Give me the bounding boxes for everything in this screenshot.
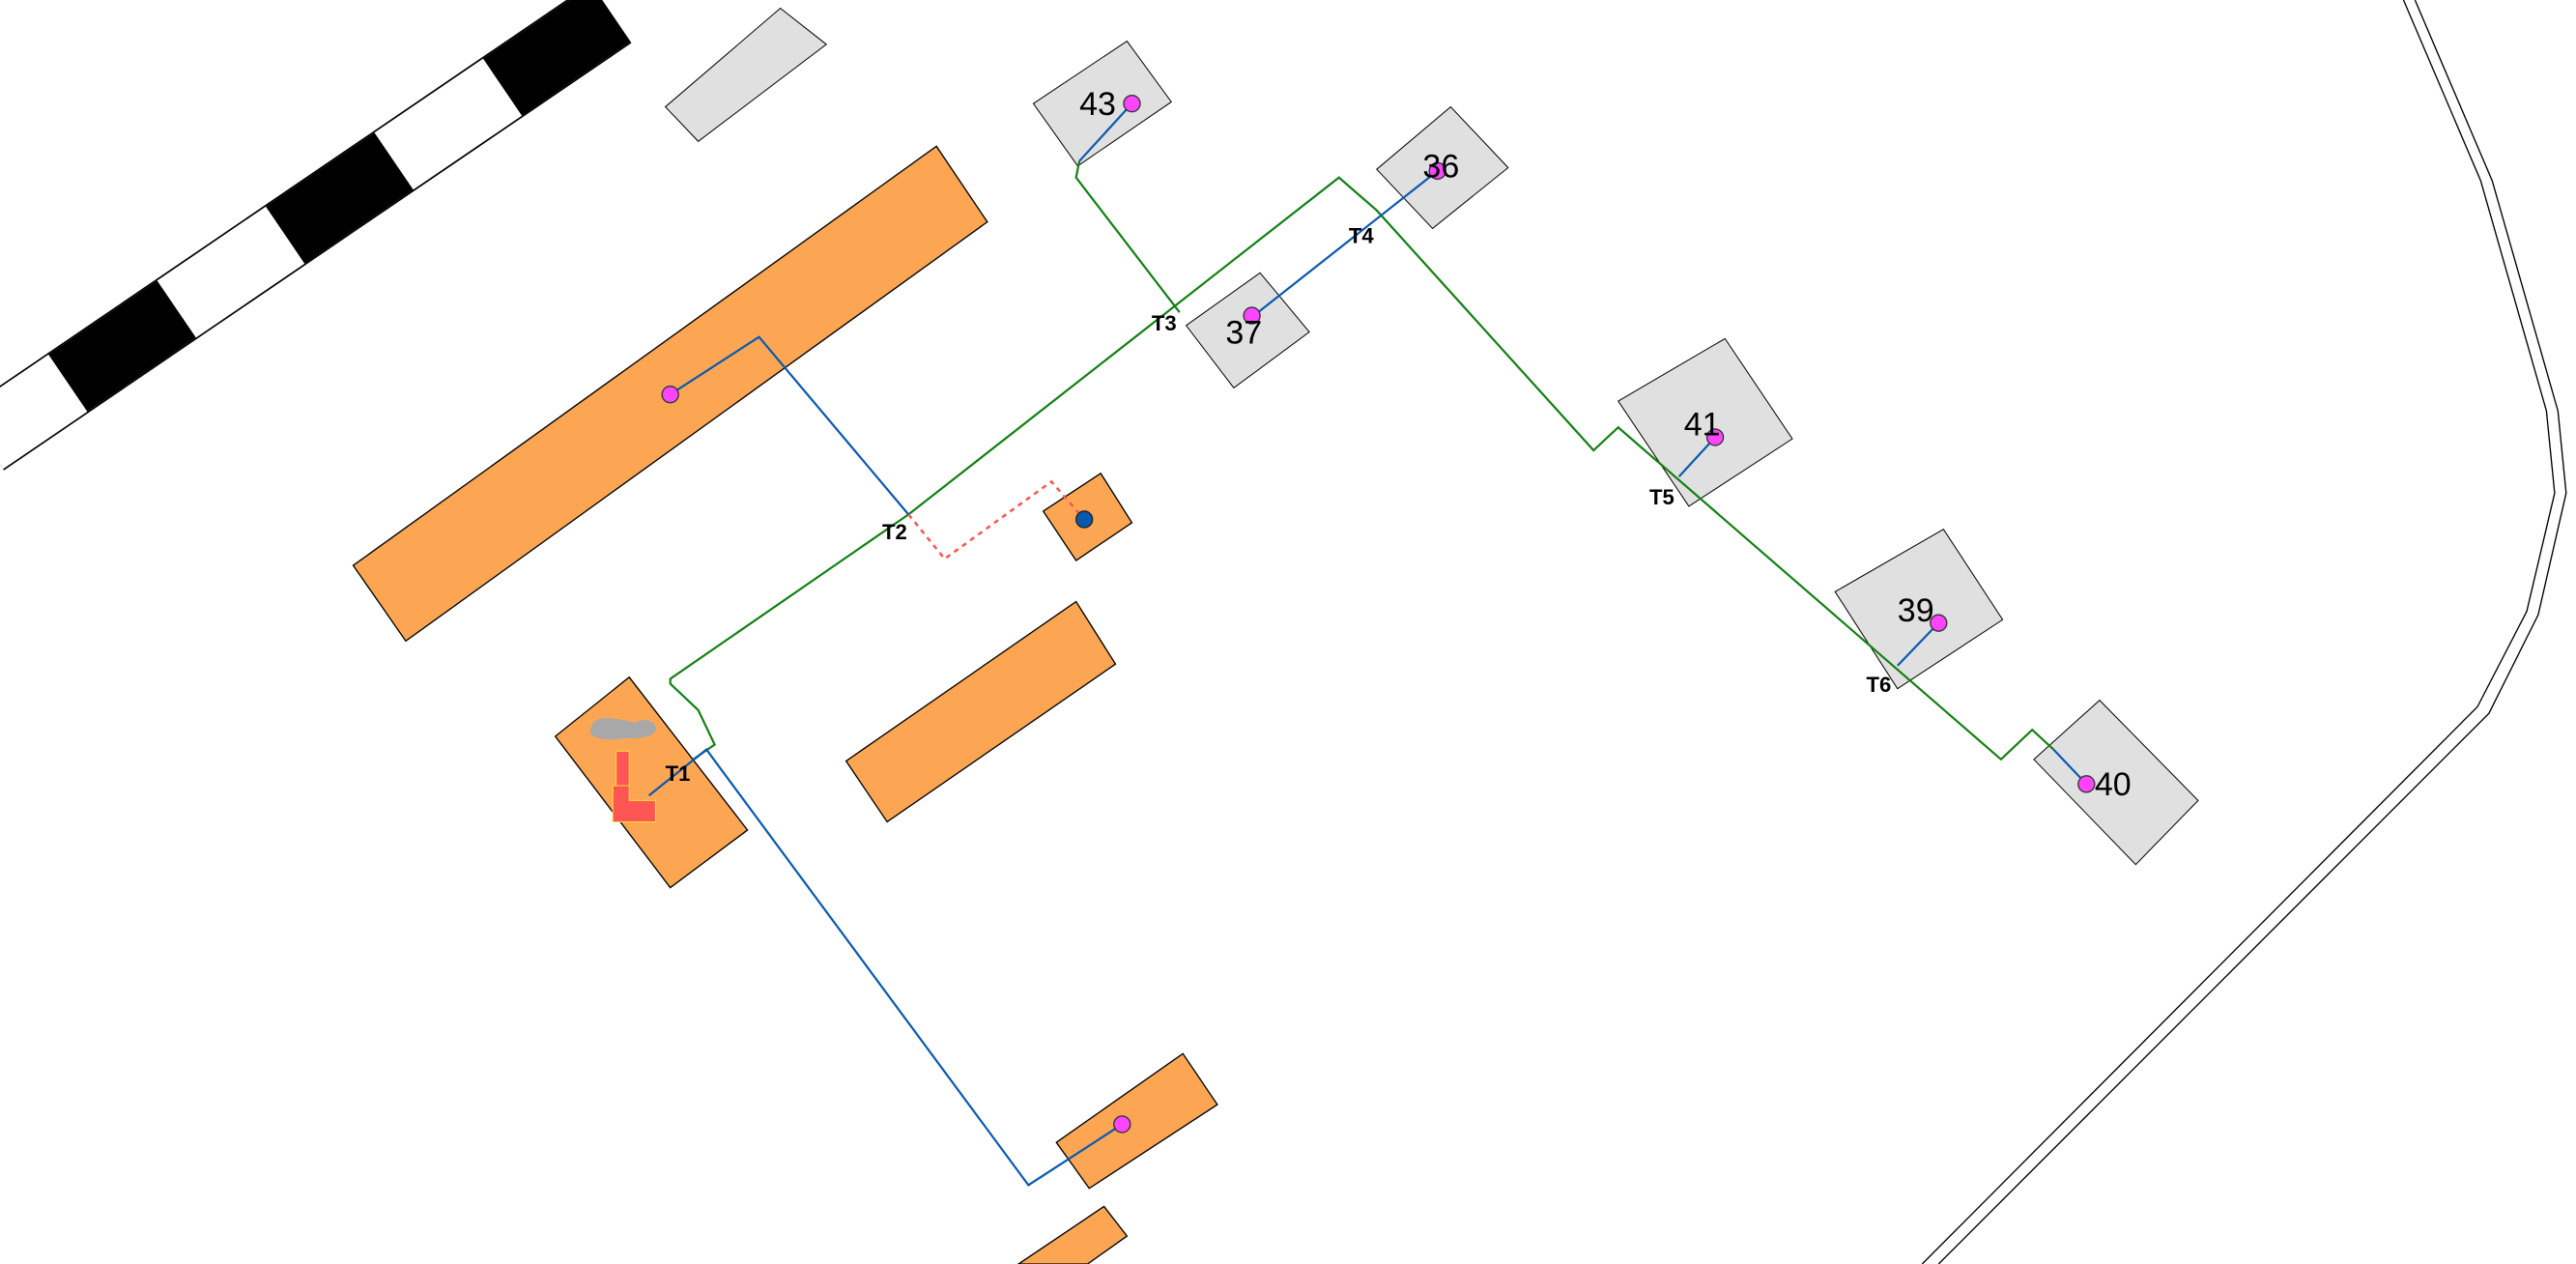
building	[664, 7, 828, 142]
planned-consumer-point	[1074, 510, 1094, 529]
node-t5: T5	[1649, 485, 1674, 509]
pipes[interactable]	[647, 102, 2088, 1187]
road	[1921, 0, 2567, 1264]
consumer-point	[1705, 428, 1725, 446]
node-t2: T2	[882, 520, 907, 544]
node-t6: T6	[1866, 673, 1891, 697]
building	[1016, 1205, 1129, 1264]
branch-pipe-t2	[670, 335, 910, 516]
consumer-point	[1428, 161, 1446, 181]
consumer-point	[1930, 614, 1948, 632]
node-t4: T4	[1349, 224, 1374, 248]
branch-pipe-43	[1074, 160, 1181, 313]
main-pipe	[669, 176, 2055, 761]
building-40	[2033, 699, 2199, 866]
planned-pipe	[907, 479, 1086, 561]
boiler-icon	[589, 718, 656, 822]
building-43	[1032, 40, 1173, 167]
branch-pipe-south	[647, 748, 1123, 1187]
label-39: 39	[1898, 592, 1934, 629]
consumer-point	[1243, 306, 1261, 325]
boiler-house	[554, 675, 749, 889]
consumers[interactable]	[661, 94, 2096, 1134]
label-37: 37	[1225, 314, 1262, 351]
buildings	[352, 7, 2199, 1264]
label-40: 40	[2095, 766, 2132, 803]
label-43: 43	[1079, 86, 1116, 123]
service-pipe-36-37	[1250, 170, 1439, 319]
building-39	[1834, 529, 2004, 690]
node-t1: T1	[666, 761, 691, 786]
consumer-point	[661, 386, 679, 404]
label-36: 36	[1422, 149, 1459, 186]
building	[844, 600, 1117, 823]
consumer-point	[1123, 94, 1141, 113]
service-pipe-43	[1078, 102, 1133, 162]
service-pipe-39	[1896, 621, 1940, 667]
consumer-point	[2077, 775, 2096, 793]
consumer-point	[1113, 1115, 1131, 1134]
node-t3: T3	[1152, 311, 1177, 335]
label-41: 41	[1684, 407, 1721, 444]
building-37	[1185, 272, 1310, 389]
building	[1055, 1052, 1218, 1190]
service-pipe-41	[1677, 436, 1716, 478]
node-labels: T1 T2 T3 T4 T5 T6	[666, 224, 1892, 786]
building-labels: 43 36 37 41 39 40	[1079, 86, 2132, 803]
railway	[0, 0, 632, 471]
